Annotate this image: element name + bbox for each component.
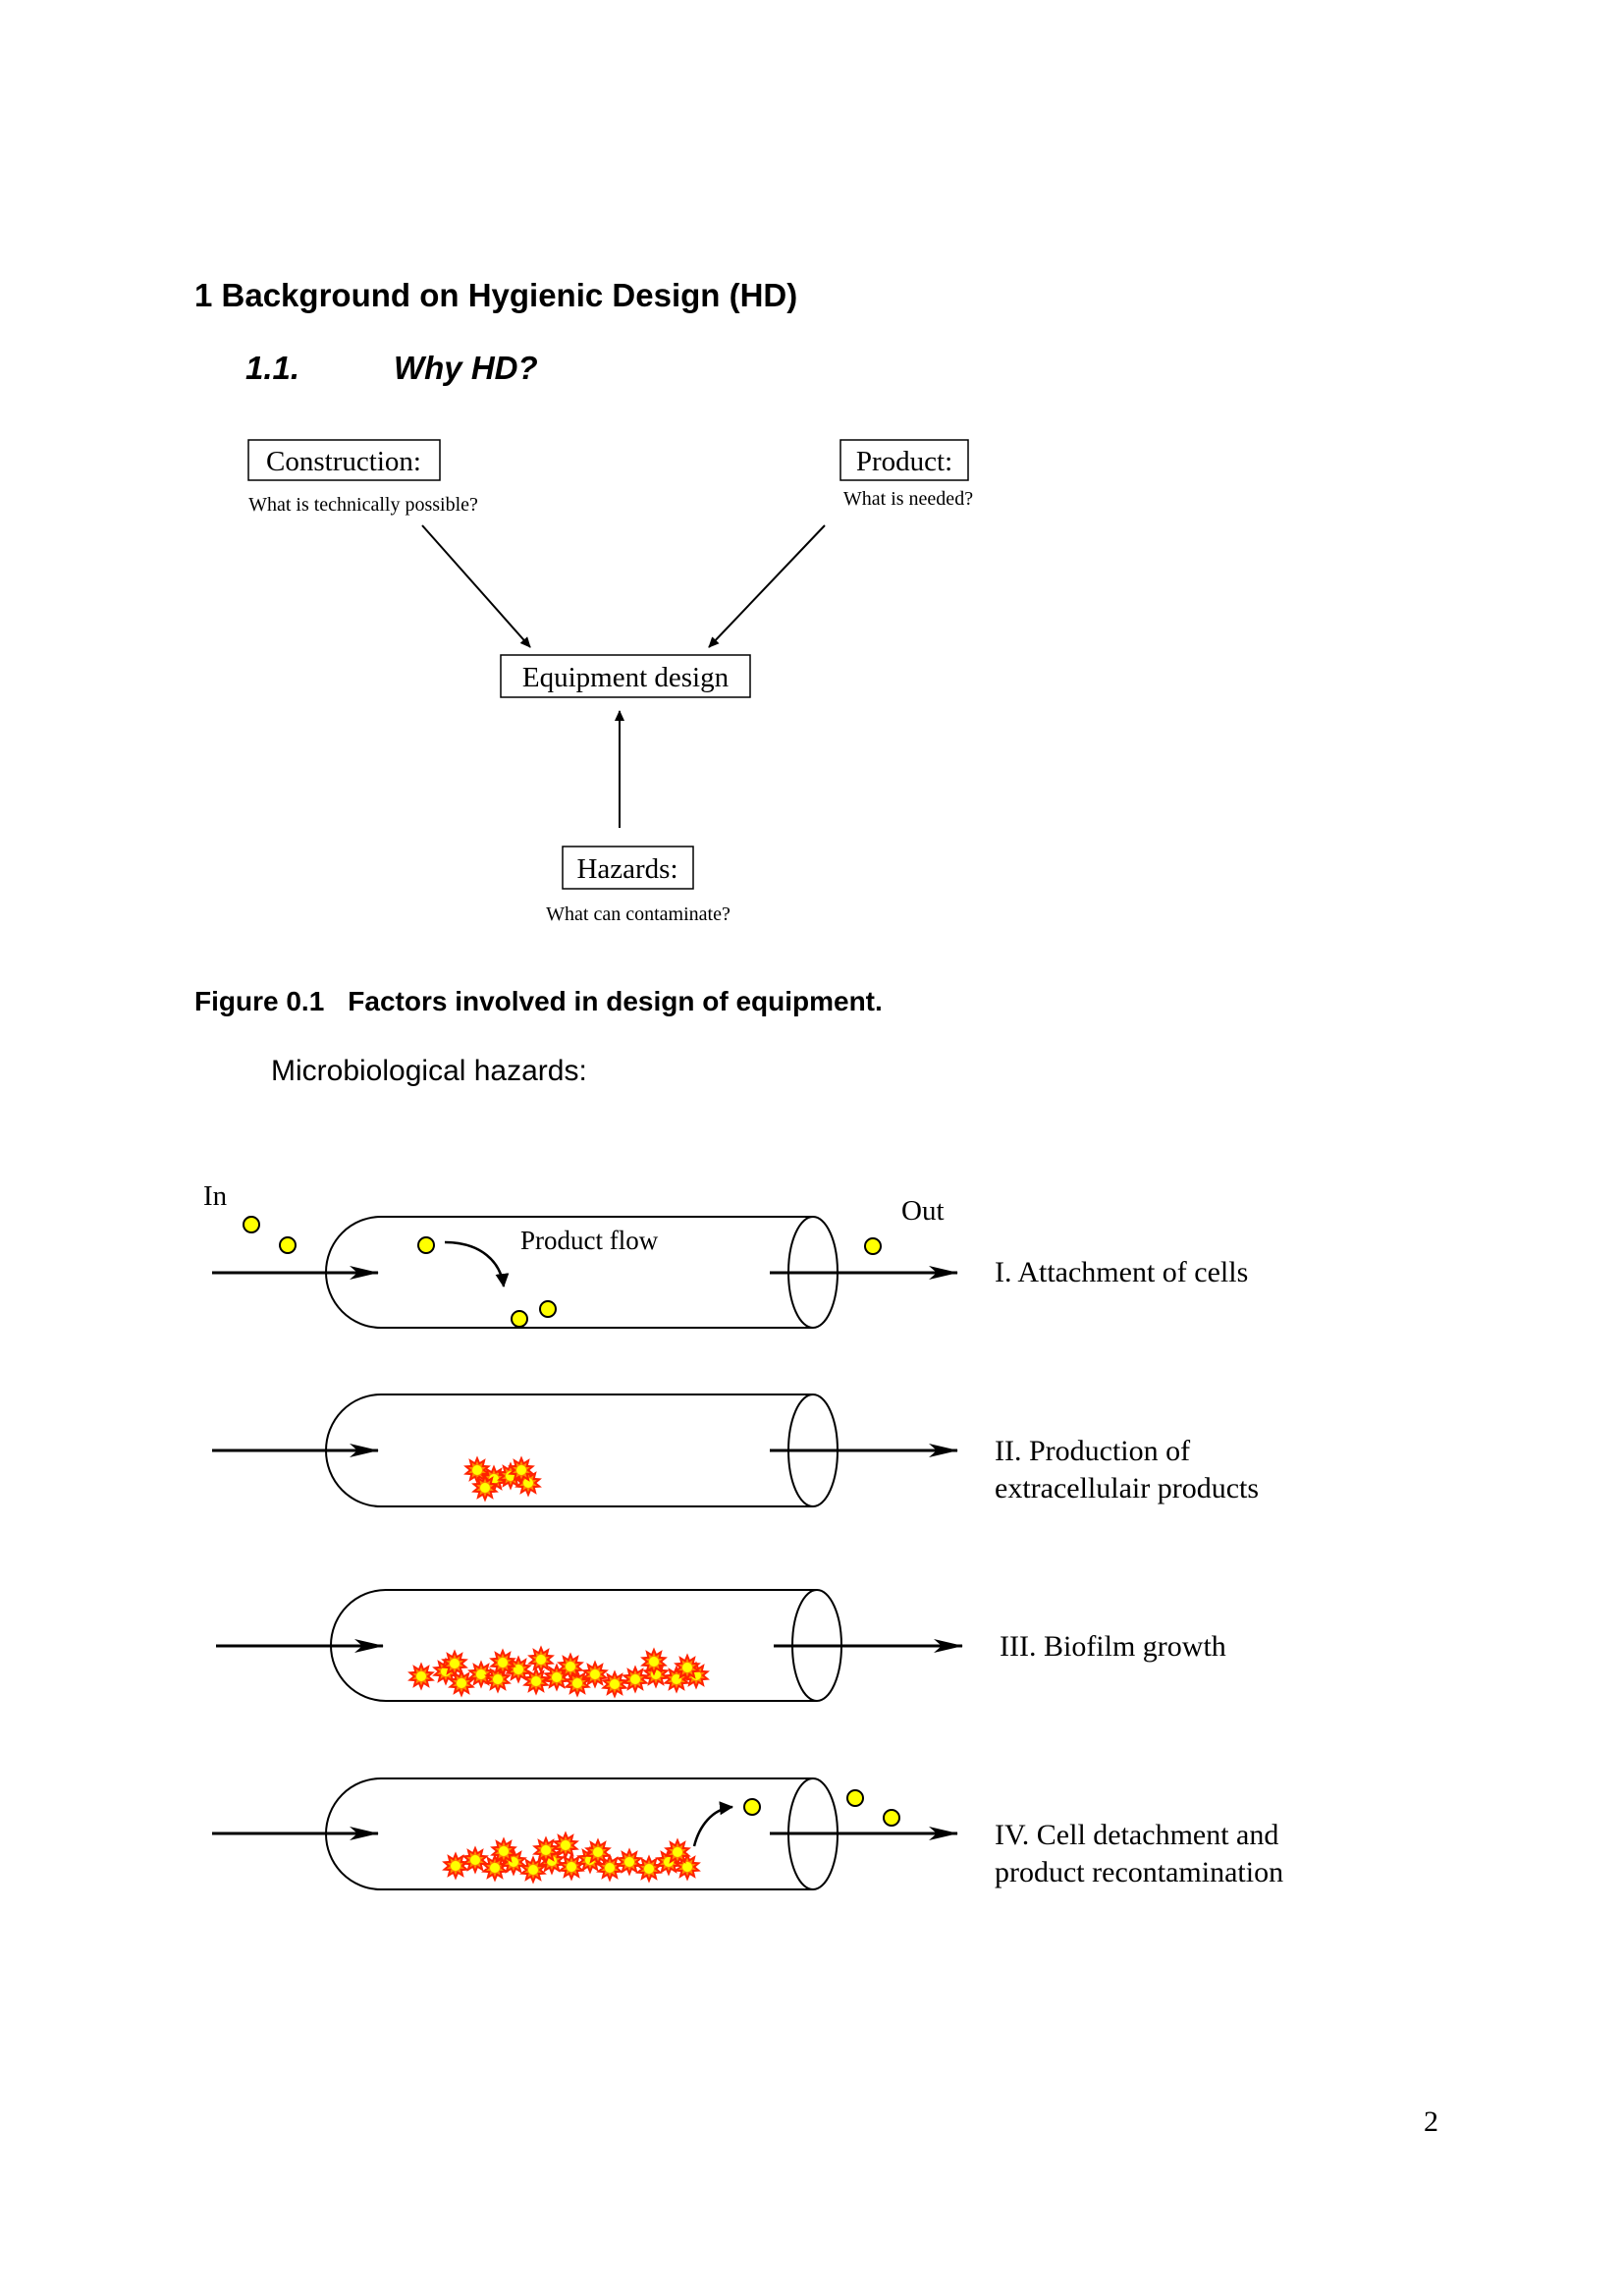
biofilm-cell-core xyxy=(516,1465,526,1475)
construction-subtitle: What is technically possible? xyxy=(248,494,478,516)
biofilm-cell-core xyxy=(536,1655,546,1665)
product-flow-label: Product flow xyxy=(520,1226,659,1255)
biofilm-cell-core xyxy=(644,1864,654,1874)
in-label: In xyxy=(203,1180,228,1212)
stage-3-label: III. Biofilm growth xyxy=(1000,1630,1226,1663)
biofilm-cell-core xyxy=(457,1678,466,1688)
biofilm-cell-core xyxy=(593,1847,603,1857)
section-heading: 1 Background on Hygienic Design (HD) xyxy=(194,277,798,313)
biofilm-cell-core xyxy=(561,1840,570,1850)
biofilm-cell-core xyxy=(552,1672,562,1682)
biofilm-cell-core xyxy=(490,1863,500,1873)
cell xyxy=(417,1236,435,1254)
cells-stage-1 xyxy=(243,1216,882,1328)
equipment-design-box xyxy=(500,654,751,698)
biofilm-cell-core xyxy=(450,1659,460,1668)
construction-label: Construction: xyxy=(266,446,421,477)
cell xyxy=(883,1809,900,1827)
biofilm-cell-core xyxy=(541,1845,551,1855)
product-label: Product: xyxy=(856,446,952,477)
biofilm-cell-core xyxy=(649,1657,659,1667)
subsection-title: Why HD? xyxy=(394,350,538,386)
hazards-diagram: In Out Product flow I. Attachment of cel… xyxy=(203,1180,1283,1890)
biofilm-cell-core xyxy=(528,1865,538,1875)
biofilm-cell-core xyxy=(499,1846,509,1856)
hazards-box xyxy=(562,846,694,890)
pipe-stage-2 xyxy=(212,1394,958,1507)
biofilm-cell-core xyxy=(470,1855,480,1865)
biofilm-stage-4 xyxy=(442,1831,701,1885)
cell xyxy=(864,1237,882,1255)
microbiological-hazards-title: Microbiological hazards: xyxy=(271,1055,587,1087)
biofilm-cell-core xyxy=(572,1678,582,1688)
pipe-stage-3 xyxy=(216,1589,963,1702)
figure-caption: Figure 0.1 Factors involved in design of … xyxy=(194,986,883,1017)
page-number: 2 xyxy=(1424,2105,1438,2138)
biofilm-cell-core xyxy=(566,1662,575,1671)
construction-box xyxy=(247,439,441,481)
biofilm-cell-core xyxy=(610,1679,620,1689)
biofilm-cell-core xyxy=(523,1478,533,1488)
biofilm-cell-core xyxy=(624,1857,634,1867)
biofilm-stage-2 xyxy=(463,1455,542,1503)
biofilm-cell-core xyxy=(493,1674,503,1684)
biofilm-cell-core xyxy=(498,1658,508,1667)
stage-2-label-line-2: extracellulair products xyxy=(995,1472,1259,1504)
biofilm-cell-core xyxy=(567,1862,576,1872)
cell xyxy=(743,1798,761,1816)
cell xyxy=(243,1216,260,1233)
out-label: Out xyxy=(901,1195,945,1227)
biofilm-cell-core xyxy=(605,1863,615,1873)
biofilm-cell-core xyxy=(480,1483,490,1493)
cell xyxy=(511,1310,528,1328)
cells-stage-4 xyxy=(743,1789,900,1827)
biofilm-cell-core xyxy=(672,1674,681,1684)
hazards-label: Hazards: xyxy=(576,853,677,885)
cell xyxy=(279,1236,297,1254)
stage-4-label-line-1: IV. Cell detachment and xyxy=(995,1819,1278,1851)
pipe-stage-4 xyxy=(212,1777,958,1890)
cell xyxy=(846,1789,864,1807)
biofilm-cell-core xyxy=(630,1674,640,1684)
biofilm-cell-core xyxy=(472,1465,482,1475)
biofilm-cell-core xyxy=(451,1861,460,1871)
biofilm-cell-core xyxy=(416,1671,426,1681)
cell xyxy=(539,1300,557,1318)
equipment-design-label: Equipment design xyxy=(522,662,730,693)
stage-4-label-line-2: product recontamination xyxy=(995,1856,1283,1888)
factors-diagram: Construction: What is technically possib… xyxy=(247,439,973,925)
figure-number: Figure 0.1 xyxy=(194,986,325,1016)
biofilm-cell-core xyxy=(590,1669,600,1679)
biofilm-cell-core xyxy=(682,1862,692,1872)
subsection-number: 1.1. xyxy=(245,350,300,386)
pipe-stage-1 xyxy=(212,1216,958,1329)
figure-caption-text: Factors involved in design of equipment. xyxy=(348,986,883,1016)
biofilm-cell-core xyxy=(531,1676,541,1686)
biofilm-cell-core xyxy=(682,1663,692,1672)
stage-1-label: I. Attachment of cells xyxy=(995,1256,1248,1288)
arrow-product-to-design xyxy=(708,524,826,648)
biofilm-cell-core xyxy=(476,1669,486,1679)
stage-2-label-line-1: II. Production of xyxy=(995,1435,1190,1467)
arrow-construction-to-design xyxy=(421,524,531,648)
hazards-subtitle: What can contaminate? xyxy=(546,903,731,925)
biofilm-stage-3 xyxy=(407,1645,710,1699)
product-subtitle: What is needed? xyxy=(843,488,973,510)
biofilm-cell-core xyxy=(673,1847,682,1857)
product-box xyxy=(839,439,969,481)
